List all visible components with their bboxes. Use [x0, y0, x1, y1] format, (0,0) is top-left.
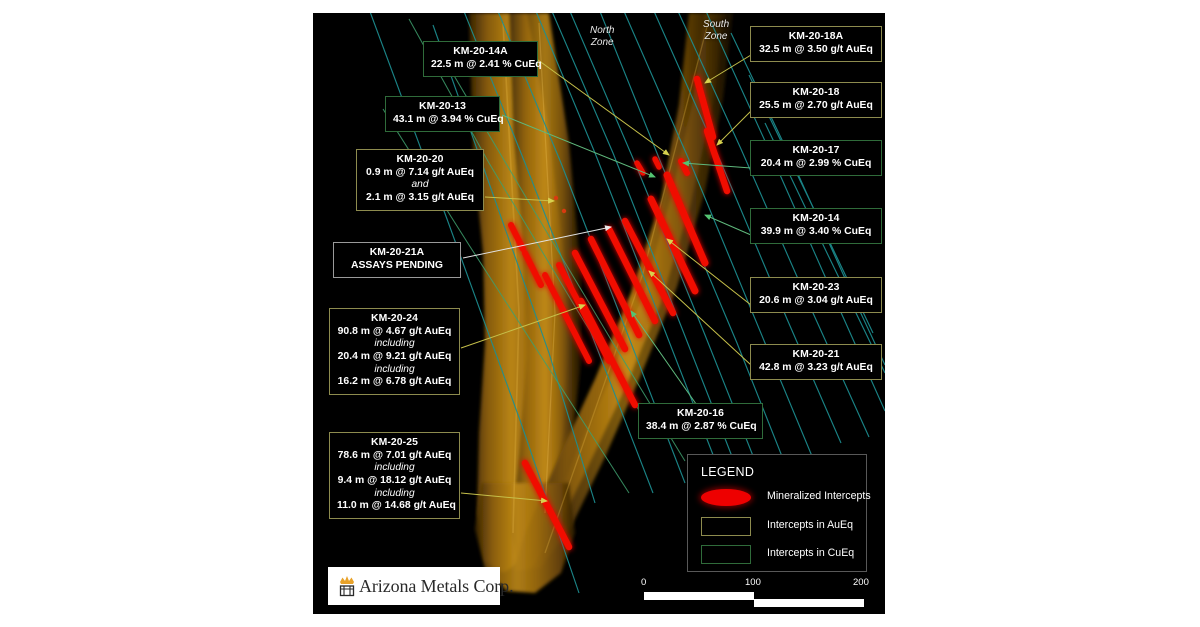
legend-panel: LEGEND Mineralized Intercepts Intercepts…	[687, 454, 871, 572]
callout-hole-id: KM-20-25	[371, 437, 418, 448]
callout-including: including	[374, 487, 415, 499]
legend-title: LEGEND	[701, 465, 755, 479]
company-logo: Arizona Metals Corp.	[328, 567, 514, 605]
callout-km-20-16[interactable]: KM-20-16 38.4 m @ 2.87 % CuEq	[638, 403, 763, 440]
callout-hole-id: KM-20-14A	[453, 46, 508, 57]
callout-km-20-21[interactable]: KM-20-21 42.8 m @ 3.23 g/t AuEq	[750, 344, 882, 381]
north-zone-body	[469, 13, 581, 573]
scale-tick-0: 0	[641, 577, 647, 588]
callout-value-line: 32.5 m @ 3.50 g/t AuEq	[759, 43, 873, 55]
scale-tick-100: 100	[745, 577, 761, 588]
scale-segment-right	[754, 599, 864, 607]
callout-hole-id: KM-20-17	[792, 145, 840, 156]
callout-including: including	[374, 363, 415, 375]
zone-south-line2: Zone	[704, 30, 728, 42]
callout-value-line: 11.0 m @ 14.68 g/t AuEq	[337, 499, 456, 511]
callout-km-20-20[interactable]: KM-20-20 0.9 m @ 7.14 g/t AuEq and 2.1 m…	[356, 149, 484, 211]
callout-value-line: 20.4 m @ 2.99 % CuEq	[760, 157, 872, 169]
callout-status-line: ASSAYS PENDING	[350, 259, 443, 271]
callout-value-line: 20.6 m @ 3.04 g/t AuEq	[759, 294, 873, 306]
callout-km-20-18[interactable]: KM-20-18 25.5 m @ 2.70 g/t AuEq	[750, 82, 882, 119]
zone-label-north: North Zone	[590, 25, 614, 49]
intercept-rods	[508, 75, 731, 551]
callout-km-20-24[interactable]: KM-20-24 90.8 m @ 4.67 g/t AuEq includin…	[329, 308, 460, 395]
mineralized-intercepts-layer	[508, 75, 731, 551]
callout-value-line: 78.6 m @ 7.01 g/t AuEq	[337, 449, 452, 461]
callout-value-line: 42.8 m @ 3.23 g/t AuEq	[759, 361, 873, 373]
callout-km-20-14[interactable]: KM-20-14 39.9 m @ 3.40 % CuEq	[750, 208, 882, 245]
scale-segment-left	[644, 592, 754, 600]
legend-row-aueq: Intercepts in AuEq	[701, 517, 859, 539]
south-zone-body	[513, 13, 733, 571]
callout-value-line: 2.1 m @ 3.15 g/t AuEq	[366, 191, 474, 203]
callout-value-line: 16.2 m @ 6.78 g/t AuEq	[337, 375, 452, 387]
callout-km-20-14a[interactable]: KM-20-14A 22.5 m @ 2.41 % CuEq	[423, 41, 542, 78]
callout-hole-id: KM-20-16	[677, 408, 724, 419]
legend-label: Intercepts in CuEq	[767, 547, 855, 559]
callout-value-line: 38.4 m @ 2.87 % CuEq	[646, 420, 757, 432]
callout-hole-id: KM-20-24	[371, 313, 418, 324]
3d-model-scene: North Zone South Zone KM-20-14A 22.5 m @…	[313, 13, 885, 614]
callout-hole-id: KM-20-21	[792, 349, 840, 360]
legend-row-mineralized: Mineralized Intercepts	[701, 488, 871, 510]
legend-label: Mineralized Intercepts	[767, 490, 871, 502]
cueq-box-swatch-icon	[701, 545, 751, 564]
callout-km-20-17[interactable]: KM-20-17 20.4 m @ 2.99 % CuEq	[750, 140, 882, 177]
geology-layer	[469, 13, 733, 593]
legend-label: Intercepts in AuEq	[767, 519, 853, 531]
callout-km-20-21a[interactable]: KM-20-21A ASSAYS PENDING	[333, 242, 461, 279]
zone-south-line1: South	[703, 19, 730, 30]
callout-hole-id: KM-20-14	[792, 213, 840, 224]
callout-km-20-13[interactable]: KM-20-13 43.1 m @ 3.94 % CuEq	[385, 96, 504, 133]
callout-value-line: 90.8 m @ 4.67 g/t AuEq	[337, 325, 452, 337]
legend-row-cueq: Intercepts in CuEq	[701, 545, 859, 567]
leader-line-layer	[460, 54, 752, 504]
callout-value-line: 20.4 m @ 9.21 g/t AuEq	[337, 350, 452, 362]
callout-hole-id: KM-20-20	[396, 154, 444, 165]
callout-km-20-25[interactable]: KM-20-25 78.6 m @ 7.01 g/t AuEq includin…	[329, 432, 460, 519]
callout-value-line: 9.4 m @ 18.12 g/t AuEq	[337, 474, 452, 486]
callout-including: including	[374, 338, 415, 350]
callout-hole-id: KM-20-23	[792, 282, 840, 293]
leaders	[460, 54, 752, 504]
callout-value-line: 0.9 m @ 7.14 g/t AuEq	[366, 166, 474, 178]
mineralized-intercept-swatch-icon	[701, 489, 751, 506]
callout-hole-id: KM-20-18A	[788, 31, 844, 42]
callout-conjunction: and	[411, 179, 429, 191]
callout-value-line: 22.5 m @ 2.41 % CuEq	[431, 58, 542, 70]
ore-striations	[502, 18, 710, 554]
scale-bar: 0 100 200 m	[641, 577, 881, 614]
callout-value-line: 43.1 m @ 3.94 % CuEq	[393, 113, 504, 125]
callout-hole-id: KM-20-13	[419, 101, 466, 112]
callout-value-line: 39.9 m @ 3.40 % CuEq	[760, 225, 872, 237]
scale-tick-200: 200	[853, 577, 869, 588]
zone-north-line1: North	[590, 25, 615, 36]
callout-including: including	[374, 462, 415, 474]
logo-text: Arizona Metals Corp.	[359, 575, 514, 596]
callout-value-line: 25.5 m @ 2.70 g/t AuEq	[759, 99, 873, 111]
callout-hole-id: KM-20-21A	[369, 247, 425, 258]
callout-km-20-23[interactable]: KM-20-23 20.6 m @ 3.04 g/t AuEq	[750, 277, 882, 314]
callout-hole-id: KM-20-18	[792, 87, 840, 98]
aueq-box-swatch-icon	[701, 517, 751, 536]
zone-north-line2: Zone	[590, 36, 614, 48]
crown-icon	[337, 573, 357, 599]
callout-km-20-18a[interactable]: KM-20-18A 32.5 m @ 3.50 g/t AuEq	[750, 26, 882, 63]
zone-label-south: South Zone	[703, 19, 729, 43]
